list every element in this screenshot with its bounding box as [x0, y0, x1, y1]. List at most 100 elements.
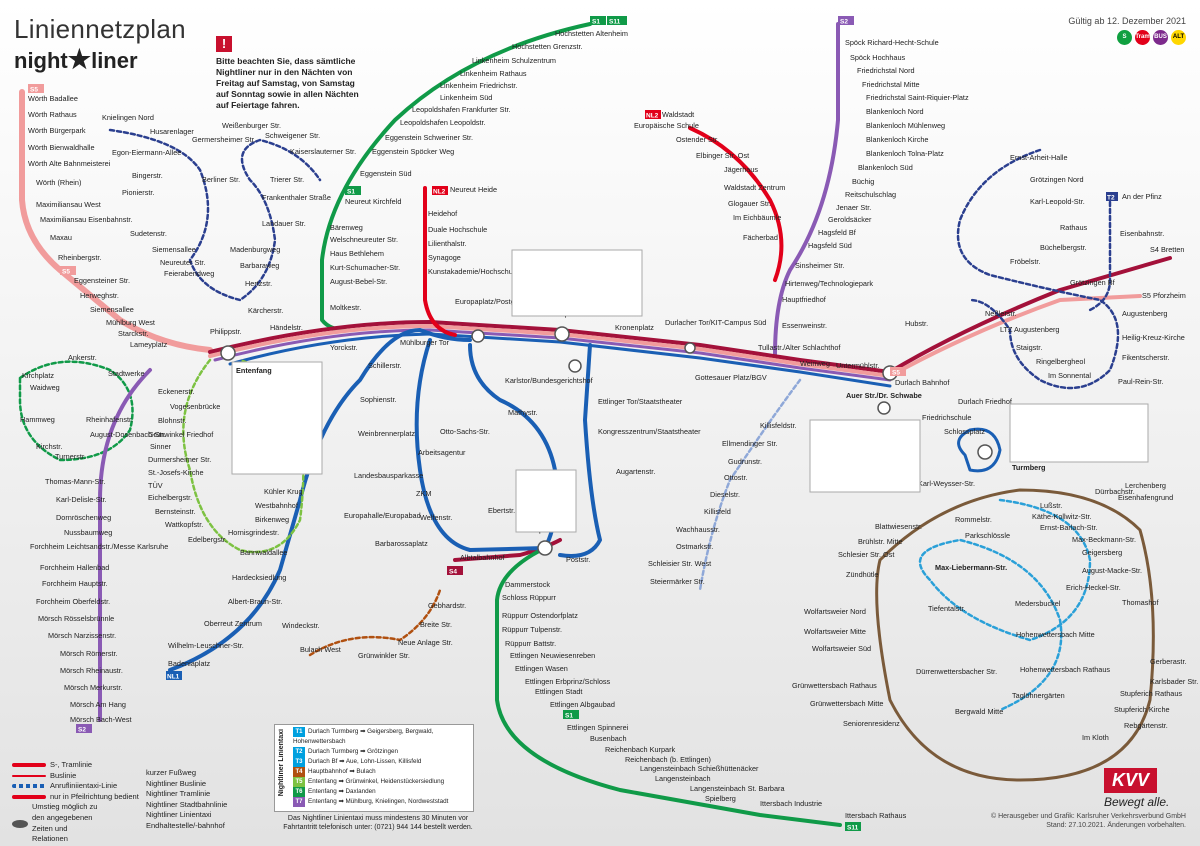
labels-west-center: Schillerstr. Sophienstr. Weinbrennerplat… — [344, 361, 428, 548]
station-label: ZKM — [416, 489, 431, 498]
station-label: Grötzingen Bf — [1070, 278, 1116, 287]
station-label: Spöck Richard-Hecht-Schule — [845, 38, 939, 47]
station-label: Ettlingen Spinnerei — [567, 723, 629, 732]
station-label: Leopoldshafen Frankfurter Str. — [412, 105, 511, 114]
hub-europaplatz — [471, 329, 485, 343]
hub-turmberg — [977, 444, 993, 460]
station-label: Wolfartsweier Mitte — [804, 627, 866, 636]
line-nl1-west — [168, 328, 472, 672]
labels-tram-east: Waldstadt Europäische Schule Ostender St… — [634, 110, 785, 242]
labels-s2-north: Spöck Richard-Hecht-Schule Spöck Hochhau… — [782, 38, 969, 330]
station-label: Mörsch Merkurstr. — [64, 683, 122, 692]
station-label: Ettlingen Wasen — [515, 664, 568, 673]
station-label: Rheinbergstr. — [58, 253, 101, 262]
station-label: Eckenerstr. — [158, 387, 195, 396]
station-label: Hagsfeld Süd — [808, 241, 852, 250]
line-dashed-grötzingen — [1088, 193, 1112, 312]
taxi-line-badge: T4 — [293, 767, 305, 777]
station-label: Zündhütle — [846, 570, 878, 579]
station-label: Hagsfeld Bf — [818, 228, 857, 237]
legend-row: Nightliner Buslinie — [146, 779, 227, 790]
taxi-row-text: Entenfang ➡ Grünwinkel, Heidenstückersie… — [308, 778, 445, 785]
badge-s5-durlach: S5 — [892, 370, 900, 377]
station-label: Wörth Badallee — [28, 94, 78, 103]
station-label: Paul-Rein-Str. — [1118, 377, 1163, 386]
station-label: Busenbach — [590, 734, 627, 743]
hub-entenfang — [220, 345, 236, 361]
station-label: Friedrichstal Mitte — [862, 80, 920, 89]
station-label: Wolfartsweier Süd — [812, 644, 871, 653]
station-label: Ettlinger Tor/Staatstheater — [598, 397, 683, 406]
station-label: Parkschlössle — [965, 531, 1010, 540]
station-label: Essenweinstr. — [782, 321, 827, 330]
station-label: Rathaus — [1060, 223, 1088, 232]
station-label: Käthe-Kollwitz-Str. — [1032, 512, 1092, 521]
badge-nl1-badeniaplatz: NL1 — [167, 674, 180, 681]
station-label: Rüppurr Tulpenstr. — [502, 625, 562, 634]
station-label: Otto-Sachs-Str. — [440, 427, 490, 436]
sbahn-icon: S — [1117, 30, 1132, 45]
labels-tram-north: Neureut Heide Heidehof Duale Hochschule … — [428, 185, 518, 276]
line-corridor-pink — [208, 294, 1142, 378]
labels-far-west: Ankerstr. Kirchplatz Stadtwerke Waidweg … — [20, 353, 168, 724]
station-label: Mörsch Rheinaustr. — [60, 666, 123, 675]
station-label: Tullastr./Alter Schlachthof — [758, 343, 841, 352]
station-label: Elbinger Str. Ost — [696, 151, 749, 160]
line-dashed-bulach — [308, 588, 442, 657]
station-label: Schlossplatz — [944, 427, 985, 436]
station-label: Barbarossaplatz — [375, 539, 428, 548]
badge-t2-pfinz: T2 — [1107, 195, 1115, 202]
station-label: Vogesenbrücke — [170, 402, 220, 411]
station-label: Linkenheim Süd — [440, 93, 492, 102]
taxi-line-badge: T2 — [293, 747, 305, 757]
legend-left: S-, Tramlinie Buslinie Anrufliniientaxi-… — [12, 760, 139, 845]
line-nl1-ettlingertor — [558, 343, 602, 558]
branch-label-pforzheim: S5 Pforzheim — [1142, 291, 1186, 300]
station-label: Forchheim Leichtsandstr./Messe Karlsruhe — [30, 542, 168, 551]
station-label: Mathystr. — [508, 408, 538, 417]
station-label: Reitschulschlag — [845, 190, 896, 199]
station-label: Reichenbach (b. Ettlingen) — [625, 755, 711, 764]
station-label: Friedrichschule — [922, 413, 971, 422]
station-label: Kirchstr. — [36, 442, 62, 451]
labels-west-loop: Knielingen Nord Husarenlager Egon-Eierma… — [102, 113, 356, 336]
station-label: Karl-Delisle-Str. — [56, 495, 107, 504]
station-label: Duale Hochschule — [428, 225, 487, 234]
station-label: Nussbaumweg — [64, 528, 112, 537]
labels-southwest: Eckenerstr. Vogesenbrücke Blohnstr. Grün… — [148, 387, 466, 668]
badge-s1-ettlingen: S1 — [565, 713, 573, 720]
station-label: Lußstr. — [1040, 501, 1062, 510]
brand-right: liner — [91, 48, 138, 73]
station-label: Ettlingen Neuwiesenreben — [510, 651, 595, 660]
station-label: Fröbelstr. — [1010, 257, 1040, 266]
station-label: Spielberg — [705, 794, 736, 803]
station-label: Durlach Friedhof — [958, 397, 1013, 406]
station-label: Birkenweg — [255, 515, 289, 524]
station-label: Steiermärker Str. — [650, 577, 705, 586]
station-label: Kaiserslauterner Str. — [290, 147, 356, 156]
line-s2-north — [773, 22, 840, 357]
legend-label: Nightliner Linientaxi — [146, 810, 212, 820]
legend-swatch-line — [12, 763, 46, 768]
station-label: Sinner — [150, 442, 172, 451]
station-label: TÜV — [148, 481, 163, 490]
map-title: Liniennetzplan — [14, 14, 186, 44]
station-label: Wörth Alte Bahnmeisterei — [28, 159, 111, 168]
station-label: Jägerhaus — [724, 165, 758, 174]
station-label: Max-Beckmann-Str. — [1072, 535, 1136, 544]
station-label: Im Eichbäumle — [733, 213, 781, 222]
station-label: Friedrichstal Nord — [857, 66, 915, 75]
station-label: Karl-Leopold-Str. — [1030, 197, 1085, 206]
branch-label-bretten: S4 Bretten — [1150, 245, 1184, 254]
station-label: Geigersberg — [1082, 548, 1122, 557]
legend-row: Nightliner Linientaxi — [146, 810, 227, 821]
hub-ettlingertor — [568, 359, 582, 373]
legend-right: kurzer Fußweg Nightliner Buslinie Nightl… — [146, 768, 227, 832]
station-label: Dornröschenweg — [56, 513, 111, 522]
star-icon: ★ — [67, 44, 92, 74]
taxi-row-text: Durlach Turmberg ➡ Geigersberg, Bergwald… — [293, 728, 434, 745]
station-label: Blankenloch Nord — [866, 107, 924, 116]
